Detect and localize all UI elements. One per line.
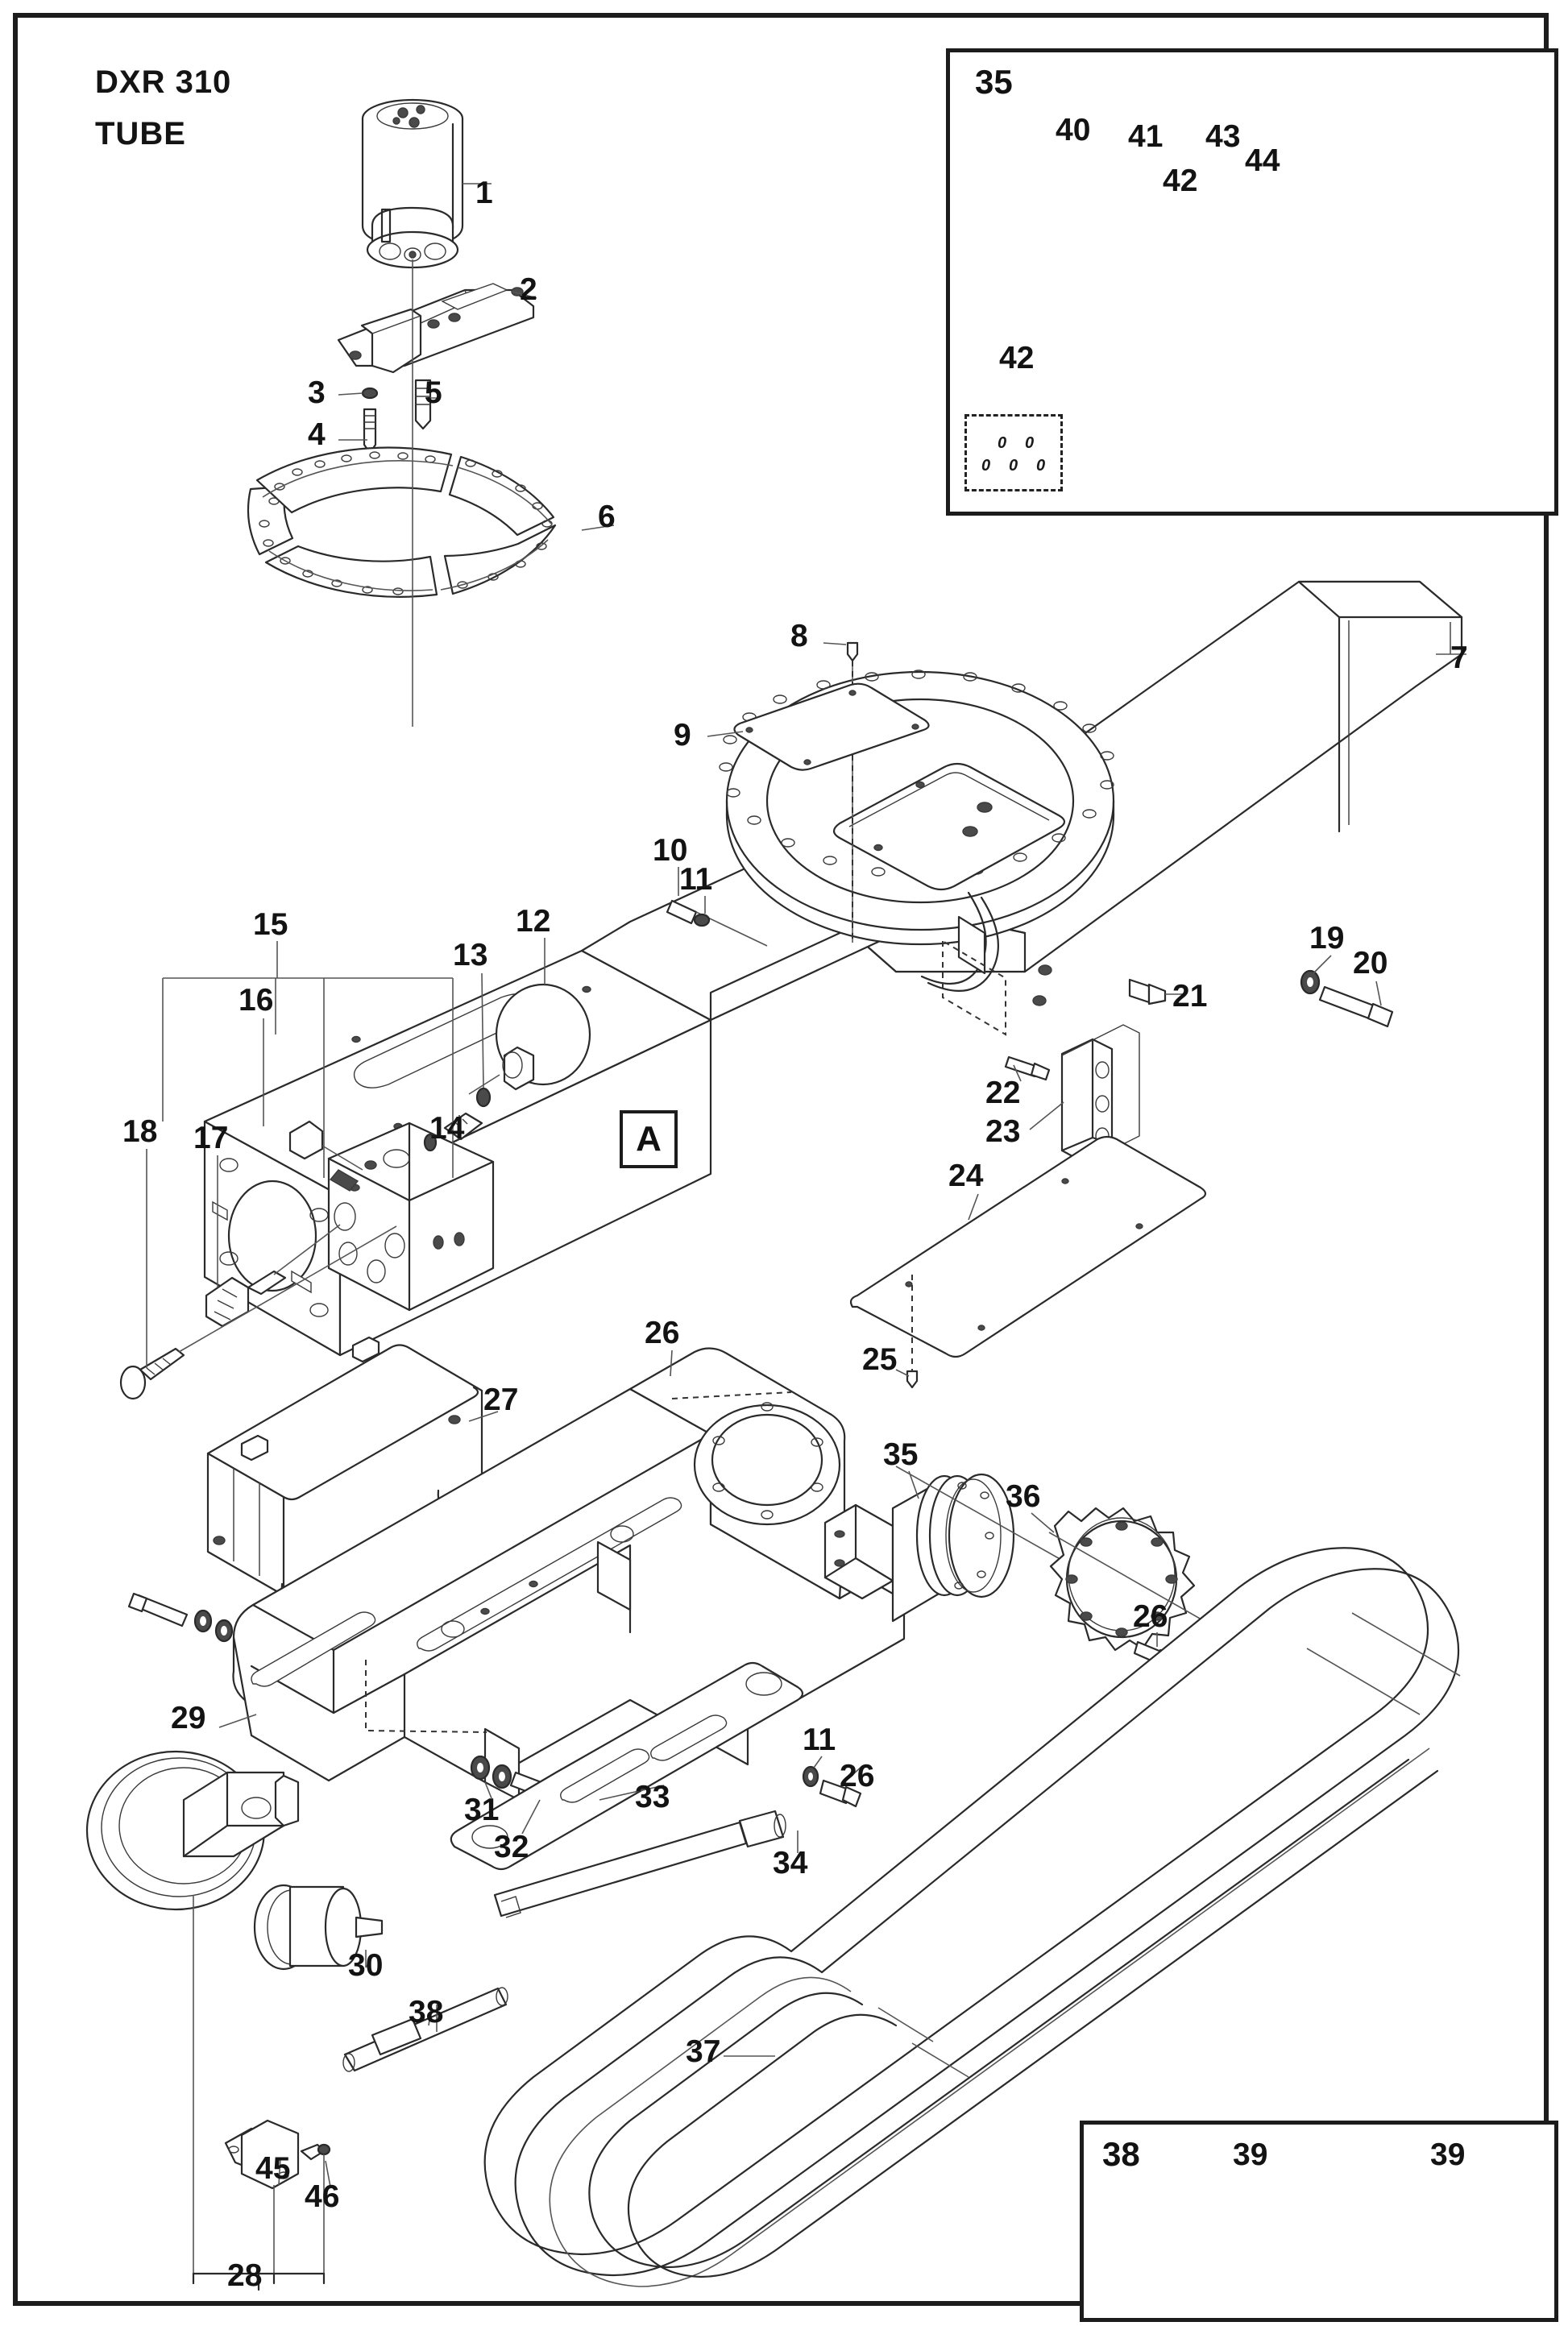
callout-1: 1 [475, 176, 493, 210]
callout-43: 43 [1205, 119, 1241, 154]
part-4-screw [364, 409, 375, 453]
callout-16: 16 [239, 983, 274, 1018]
callout-46: 46 [305, 2179, 340, 2214]
part-28-idler-assembly [87, 1752, 298, 2280]
part-16-plug [290, 1122, 363, 1170]
inset-box-38 [1080, 2121, 1558, 2322]
callout-3: 3 [308, 375, 326, 410]
part-32-screw [511, 1772, 562, 1803]
part-2-arm-bracket [338, 284, 533, 372]
callout-4: 4 [308, 417, 326, 452]
hole-mark: 0 [1025, 434, 1035, 452]
part-18-screw-plug [121, 1226, 396, 1399]
callout-14: 14 [429, 1111, 465, 1146]
inset-label-38: 38 [1102, 2135, 1140, 2173]
hole-mark: 0 [981, 457, 991, 475]
callout-34: 34 [773, 1846, 808, 1880]
callout-12: 12 [516, 904, 551, 939]
inset-label-35: 35 [975, 63, 1013, 101]
callout-31: 31 [464, 1793, 500, 1827]
part-25-rivet [907, 1275, 917, 1387]
part-9-cover-plate [734, 684, 928, 770]
callout-17: 17 [193, 1121, 229, 1155]
callout-30: 30 [348, 1948, 384, 1983]
part-26-screw-top [659, 1373, 720, 1399]
callout-37: 37 [686, 2034, 721, 2069]
callout-26: 26 [840, 1759, 875, 1793]
callout-39: 39 [1430, 2137, 1466, 2172]
callout-40: 40 [1056, 113, 1091, 147]
hole-mark: 0 [1009, 457, 1018, 475]
callout-20: 20 [1353, 946, 1388, 981]
callout-24: 24 [948, 1159, 984, 1193]
callout-18: 18 [122, 1114, 158, 1149]
callout-36: 36 [1006, 1479, 1041, 1514]
page-title-section: TUBE [95, 116, 186, 151]
part-15-valve-block [329, 1123, 493, 1310]
hole-mark: 0 [1036, 457, 1046, 475]
callout-26: 26 [645, 1316, 680, 1350]
part-1-swing-motor [363, 100, 463, 267]
callout-44: 44 [1245, 143, 1280, 178]
part-45-idler-bracket [226, 2121, 298, 2274]
callout-25: 25 [862, 1342, 898, 1377]
callout-2: 2 [520, 272, 537, 307]
callout-9: 9 [674, 718, 691, 753]
detail-reference-A: A [620, 1110, 678, 1168]
callout-42: 42 [1163, 164, 1198, 198]
callout-28: 28 [227, 2258, 263, 2293]
gasket-hole-pattern-box: 0 0 0 0 0 [964, 414, 1063, 491]
page-title-model: DXR 310 [95, 64, 232, 100]
callout-32: 32 [494, 1830, 529, 1864]
callout-19: 19 [1309, 921, 1345, 956]
diagram-frame: DXR 310 TUBE [13, 13, 1558, 2322]
part-17-cartridge-valve [206, 1225, 340, 1326]
callout-5: 5 [425, 375, 442, 410]
callout-11: 11 [803, 1723, 836, 1757]
part-26c-screw [1135, 1642, 1176, 1669]
part-19-washer [1301, 971, 1319, 993]
part-21-screw [1130, 980, 1165, 1004]
callout-38: 38 [409, 1995, 444, 2030]
callout-33: 33 [635, 1780, 670, 1814]
part-34-tension-bolt [495, 1811, 786, 1918]
callout-8: 8 [790, 619, 808, 653]
callout-11: 11 [679, 862, 713, 897]
callout-21: 21 [1172, 979, 1208, 1014]
part-24-wear-plate [851, 1137, 1205, 1357]
part-10-screw [667, 901, 767, 946]
callout-42: 42 [999, 341, 1035, 375]
callout-41: 41 [1128, 119, 1164, 154]
part-35-drive-motor [825, 1466, 1081, 1621]
hole-mark: 0 [998, 434, 1007, 452]
callout-22: 22 [985, 1076, 1021, 1110]
part-23-bracket [1062, 1025, 1139, 1160]
callout-27: 27 [483, 1383, 519, 1417]
callout-13: 13 [453, 938, 488, 972]
callout-39: 39 [1233, 2137, 1268, 2172]
part-13-o-ring [477, 1088, 490, 1106]
part-12-accumulator [469, 985, 590, 1094]
part-6-slew-ring [248, 448, 555, 597]
callout-7: 7 [1450, 641, 1468, 675]
part-20-screw [1320, 987, 1392, 1026]
part-7-tube-boom [205, 582, 1462, 1355]
callout-23: 23 [985, 1114, 1021, 1149]
callout-45: 45 [255, 2151, 291, 2186]
part-11-washer [695, 914, 709, 926]
callout-15: 15 [253, 907, 288, 942]
callout-10: 10 [653, 833, 688, 868]
callout-35: 35 [883, 1437, 919, 1472]
part-30-left-fasteners [129, 1594, 232, 1641]
part-36-sprocket [1049, 1508, 1275, 1661]
part-8-screw [848, 643, 857, 943]
callout-26: 26 [1133, 1599, 1168, 1634]
callout-29: 29 [171, 1701, 206, 1735]
part-3-washer [363, 388, 377, 398]
part-31-washer [471, 1756, 511, 1788]
part-11b-washer [803, 1767, 818, 1786]
callout-6: 6 [598, 500, 616, 534]
part-27-cover-guard [208, 1337, 482, 1610]
